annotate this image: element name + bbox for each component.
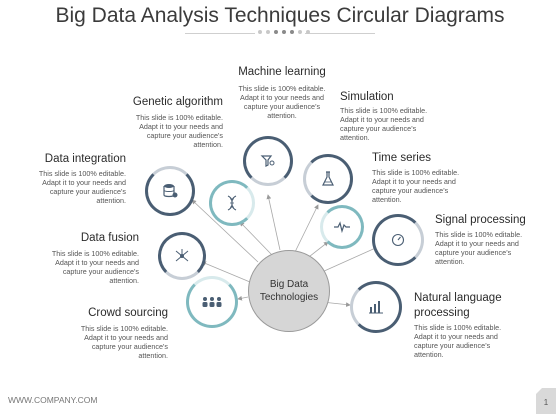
node-ring-time-series — [320, 205, 364, 249]
flask-icon — [322, 171, 334, 186]
node-label-data-fusion: Data fusion — [80, 232, 139, 244]
node-label-genetic-algorithm: Genetic algorithm — [132, 96, 223, 108]
node-label-signal-processing: Signal processing — [435, 214, 526, 226]
node-label-crowd-sourcing: Crowd sourcing — [88, 307, 168, 319]
slide-title: Big Data Analysis Techniques Circular Di… — [55, 4, 505, 27]
node-text-natural-language-processing: This slide is 100% editable. Adapt it to… — [414, 323, 502, 359]
node-ring-machine-learning — [243, 136, 293, 186]
node-text-signal-processing: This slide is 100% editable. Adapt it to… — [435, 230, 523, 266]
arrow-signal-processing — [321, 245, 381, 273]
title-dots — [258, 30, 310, 34]
crowd-icon — [202, 297, 222, 307]
node-text-genetic-algorithm: This slide is 100% editable. Adapt it to… — [135, 113, 223, 149]
title-divider-right — [305, 33, 375, 34]
dna-icon — [227, 195, 237, 211]
pulse-icon — [334, 221, 350, 233]
database-icon — [163, 184, 178, 198]
node-ring-simulation — [303, 154, 353, 204]
node-ring-genetic-algorithm — [209, 180, 255, 226]
node-text-data-integration: This slide is 100% editable. Adapt it to… — [38, 169, 126, 205]
page-corner — [536, 388, 542, 394]
node-ring-crowd-sourcing — [186, 276, 238, 328]
center-circle: Big Data Technologies — [248, 250, 330, 332]
arrow-simulation — [294, 204, 319, 253]
title-divider-left — [185, 33, 255, 34]
node-ring-signal-processing — [372, 214, 424, 266]
node-text-time-series: This slide is 100% editable. Adapt it to… — [372, 168, 460, 204]
node-label-simulation: Simulation — [340, 91, 394, 103]
network-icon — [175, 249, 189, 262]
funnel-icon — [260, 155, 275, 167]
node-label-machine-learning: Machine learning — [238, 66, 326, 78]
node-ring-data-integration — [145, 166, 195, 216]
bar-chart-icon — [369, 301, 383, 314]
footer-website: WWW.COMPANY.COM — [8, 395, 98, 405]
node-text-simulation: This slide is 100% editable. Adapt it to… — [340, 106, 428, 142]
arrow-data-fusion — [201, 261, 251, 283]
page-number: 1 — [536, 388, 556, 414]
center-label: Big Data Technologies — [259, 279, 319, 303]
node-text-data-fusion: This slide is 100% editable. Adapt it to… — [51, 249, 139, 285]
node-ring-data-fusion — [158, 232, 206, 280]
arrow-machine-learning — [266, 194, 281, 251]
node-label-data-integration: Data integration — [44, 153, 126, 165]
node-label-natural-language-processing: Natural language processing — [414, 292, 502, 319]
gauge-icon — [391, 233, 405, 247]
node-text-crowd-sourcing: This slide is 100% editable. Adapt it to… — [80, 324, 168, 360]
node-label-time-series: Time series — [372, 152, 431, 164]
arrow-crowd-sourcing — [237, 295, 249, 301]
arrow-genetic-algorithm — [239, 221, 273, 256]
node-text-machine-learning: This slide is 100% editable. Adapt it to… — [238, 84, 326, 120]
arrow-data-integration — [191, 199, 259, 263]
node-ring-natural-language-processing — [350, 281, 402, 333]
